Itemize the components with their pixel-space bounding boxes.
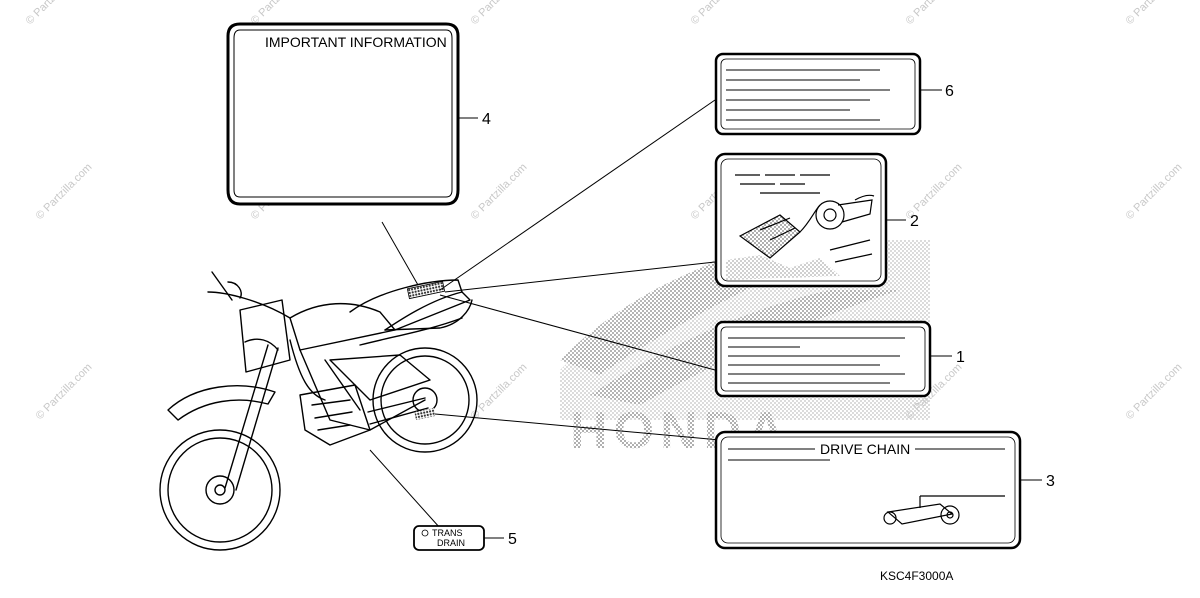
label-1-decal[interactable] [714,320,932,398]
label-6-decal[interactable] [714,52,922,136]
watermark-text: © Partzilla.com [469,161,530,222]
drain-icon [421,529,429,537]
label-4-important-information[interactable]: IMPORTANT INFORMATION [226,22,460,206]
callout-number-5: 5 [508,531,517,548]
watermark-text: © Partzilla.com [469,361,530,422]
label-3-drive-chain[interactable]: DRIVE CHAIN [714,430,1022,550]
tool-illustration [738,194,875,259]
watermark-text: © Partzilla.com [34,161,95,222]
callout-number-6: 6 [945,83,954,100]
watermark-text: © Partzilla.com [469,0,530,27]
watermark-text: © Partzilla.com [1124,361,1185,422]
label-5-line1: TRANS [432,528,463,538]
leader-lines [369,99,721,529]
callout-number-2: 2 [910,213,919,230]
watermark-text: © Partzilla.com [24,0,85,27]
diagram-code: KSC4F3000A [880,569,953,583]
callout-number-1: 1 [956,349,965,366]
label-5-line2: DRAIN [437,538,465,548]
dotted-shading [726,255,840,280]
callout-number-4: 4 [482,111,491,128]
callout-number-3: 3 [1046,473,1055,490]
label-5-trans-drain[interactable]: TRANS DRAIN [413,525,485,551]
watermark-text: © Partzilla.com [1124,161,1185,222]
watermark-text: © Partzilla.com [1124,0,1185,27]
decal-location-seat [406,280,446,300]
motorcycle-illustration [159,271,478,551]
decal-location-swingarm [414,408,436,420]
watermark-text: © Partzilla.com [904,0,965,27]
label-2-decal[interactable] [714,152,888,288]
chain-illustration [883,495,1005,525]
watermark-text: © Partzilla.com [689,0,750,27]
label-3-heading: DRIVE CHAIN [820,441,910,457]
label-4-heading: IMPORTANT INFORMATION [265,34,447,50]
watermark-text: © Partzilla.com [34,361,95,422]
